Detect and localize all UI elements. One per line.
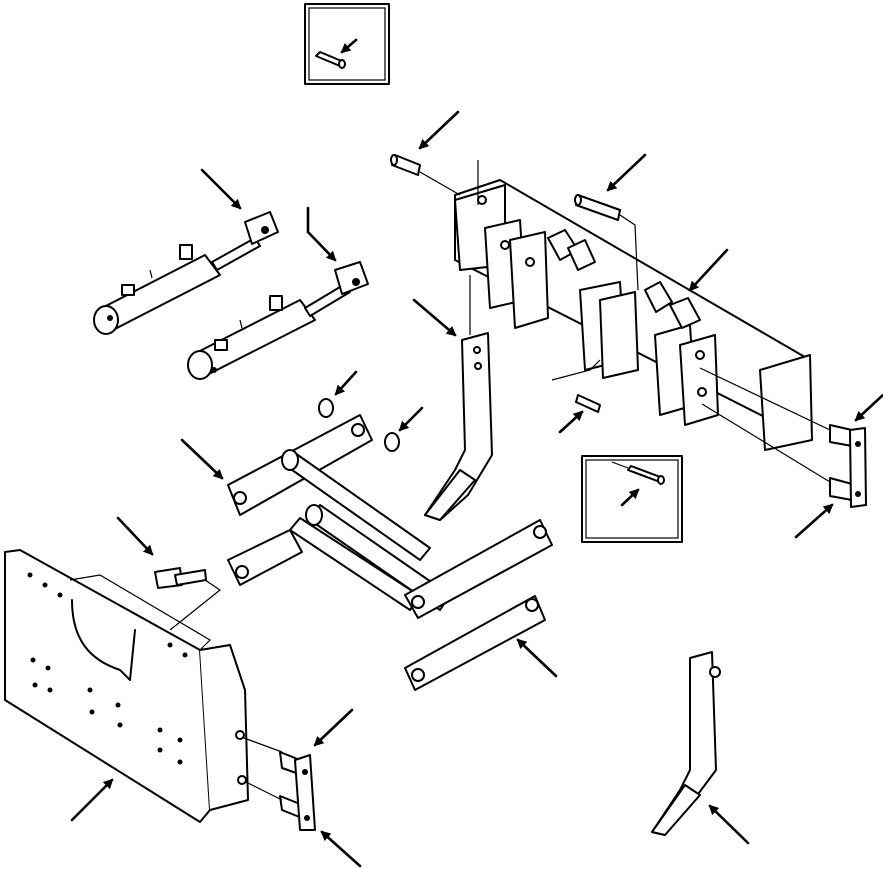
callout-arrow-pin-lower [558,410,584,434]
shank-bracket-left [484,219,549,329]
callout-arrow-bracket-pin [116,516,154,556]
beam-end-pins [699,367,867,508]
callout-arrow-cylinder-lower-head [306,230,337,262]
hydraulic-cylinder-upper [93,211,279,335]
beam-pin-left [390,154,461,196]
callout-arrow-pin-right [606,153,647,192]
shank-bracket-right [654,324,719,426]
callout-arrow-shank [412,298,457,337]
callout-arrow-frame [70,778,114,822]
callout-arrow-frame-pin-lower [320,830,362,868]
callout-arrow-o-ring-right [398,406,424,432]
bracket-pin [154,567,222,631]
callout-arrows [70,110,883,868]
shank-bracket-center [579,281,639,379]
beam-pin-lower [551,359,601,413]
ripper-shank-center [424,275,493,521]
linkage-arm-lower-left [227,529,303,586]
callout-arrow-o-ring-left [334,370,358,396]
ripper-shank-spare [651,651,721,836]
o-ring-left [318,398,334,418]
o-ring-right [384,432,400,452]
mounting-frame [4,549,249,823]
cross-tube-lower [289,504,451,611]
callout-arrow-frame-pin-upper [313,708,354,747]
callout-arrow-linkage-arm [180,438,224,480]
beam-lugs [547,229,701,329]
callout-arrow-shank-spare [708,804,750,845]
callout-arrow-beam-lugs [688,248,729,292]
beam-pin-right [574,194,639,291]
hydraulic-cylinder-lower [187,261,369,380]
linkage-arm-lower-right [404,595,546,691]
cross-tube-upper [281,449,431,561]
callout-arrow-cylinder-upper [200,168,242,210]
detail-inset-pin-right [581,455,683,543]
linkage-arm-upper-right [404,519,553,619]
callout-arrow-beam-end-pin [854,393,883,422]
frame-pins-lower-left [243,737,316,831]
detail-inset-pin-top [304,3,390,85]
callout-arrow-beam-end-pin-lower [794,503,834,539]
callout-arrow-linkage-lower [516,638,558,678]
callout-arrow-pin-left [418,110,460,150]
